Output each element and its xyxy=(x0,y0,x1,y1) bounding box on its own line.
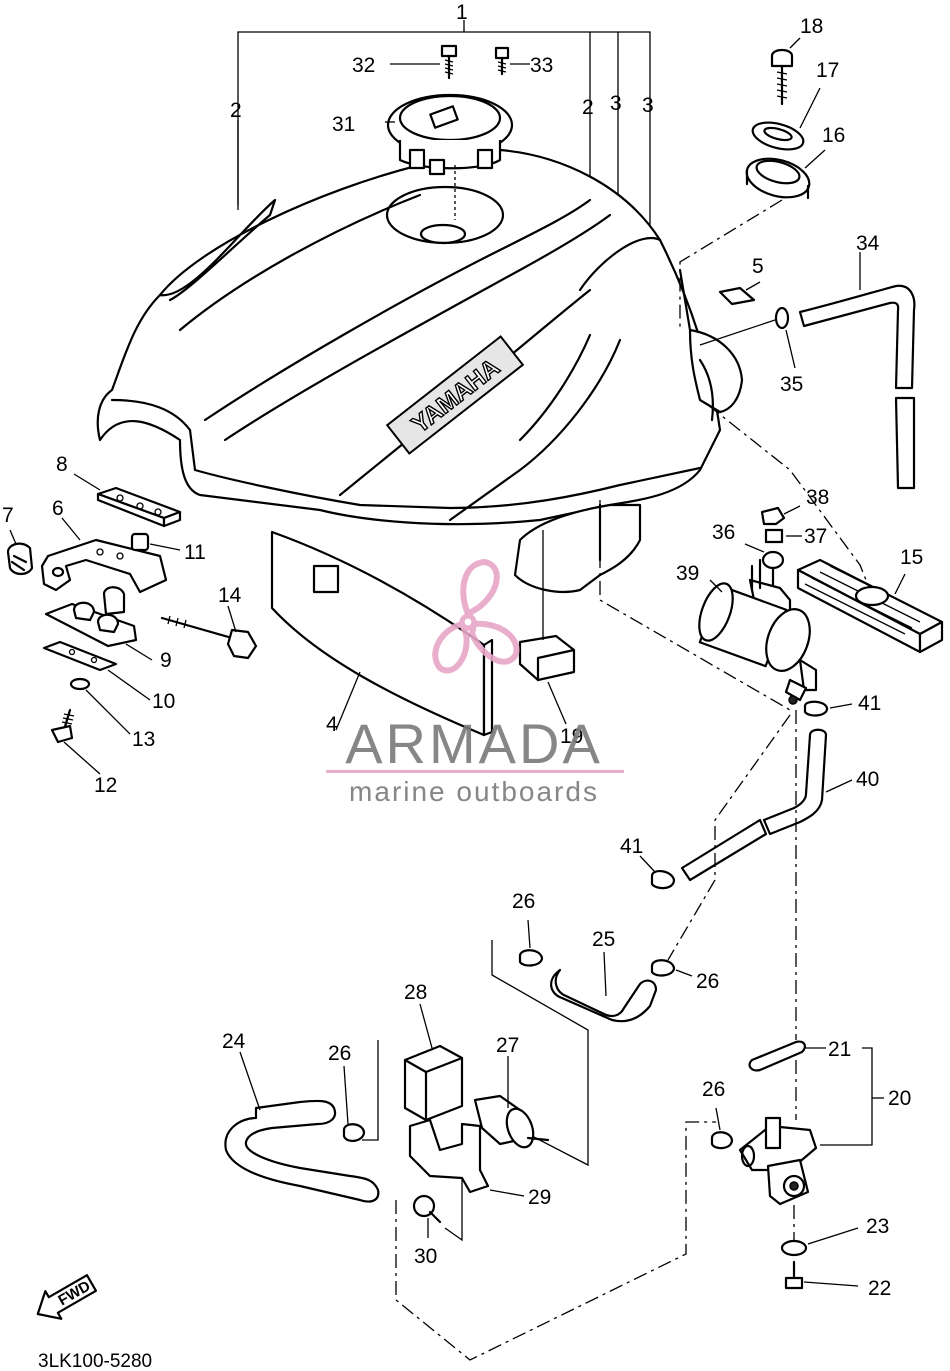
callout-30: 30 xyxy=(414,1245,437,1268)
collar-37 xyxy=(764,528,784,544)
holder-28 xyxy=(403,1044,464,1122)
callout-32: 32 xyxy=(352,54,375,77)
grommet-17 xyxy=(751,121,805,151)
callout-24: 24 xyxy=(222,1030,246,1053)
fuel-hose-40 xyxy=(680,728,828,882)
callout-11: 11 xyxy=(184,541,206,564)
callout-9: 9 xyxy=(160,649,172,672)
clip-41-upper xyxy=(803,700,829,717)
callout-33: 33 xyxy=(530,54,553,77)
fuel-tank: YAMAHA xyxy=(96,148,744,593)
bolt-18 xyxy=(770,48,794,106)
watermark-accent-line xyxy=(326,770,624,773)
callout-1: 1 xyxy=(456,1,468,24)
callout-27: 27 xyxy=(496,1034,519,1057)
callout-31: 31 xyxy=(332,113,355,136)
callout-2: 2 xyxy=(230,99,242,122)
callout-36: 36 xyxy=(712,521,735,544)
fuel-pump-39 xyxy=(698,558,818,705)
screw-33 xyxy=(494,46,510,76)
callout-13: 13 xyxy=(132,728,155,751)
hose-24 xyxy=(224,1099,380,1203)
callout-28: 28 xyxy=(404,981,427,1004)
callout-37: 37 xyxy=(804,525,827,548)
screw-12 xyxy=(50,708,75,744)
callout-5: 5 xyxy=(752,255,764,278)
callout-21: 21 xyxy=(828,1038,851,1061)
callout-25: 25 xyxy=(592,928,615,951)
clip-26-a xyxy=(518,949,544,967)
callout-26: 26 xyxy=(696,970,719,993)
callout-3: 3 xyxy=(642,94,654,117)
washer-13 xyxy=(69,677,91,691)
callout-15: 15 xyxy=(900,546,923,569)
callout-41: 41 xyxy=(858,692,881,715)
callout-41: 41 xyxy=(620,835,643,858)
fuel-filter-27 xyxy=(473,1094,550,1149)
callout-23: 23 xyxy=(866,1215,889,1238)
callout-3: 3 xyxy=(610,92,622,115)
callout-labels: 1 2 2 3 3 4 5 6 7 8 9 10 11 12 13 14 15 … xyxy=(2,1,923,1300)
callout-34: 34 xyxy=(856,232,880,255)
clip-26-c xyxy=(342,1123,366,1142)
washer-23 xyxy=(780,1239,808,1257)
nut-38 xyxy=(760,506,786,526)
bracket-29 xyxy=(408,1118,490,1194)
gasket-21 xyxy=(748,1040,806,1072)
callout-7: 7 xyxy=(2,504,14,527)
bracket-9 xyxy=(44,601,138,648)
callout-19: 19 xyxy=(560,725,583,748)
hose-25 xyxy=(550,968,658,1023)
clip-35 xyxy=(774,306,790,330)
diagram-code: 3LK100-5280 xyxy=(38,1351,152,1371)
clip-26-b xyxy=(650,959,676,977)
damper-15 xyxy=(796,558,944,654)
collar-11 xyxy=(130,532,150,552)
forward-direction-arrow: FWD xyxy=(36,1274,98,1320)
callout-35: 35 xyxy=(780,373,803,396)
damper-19 xyxy=(518,634,576,682)
callout-40: 40 xyxy=(856,768,879,791)
damper-16 xyxy=(745,157,811,200)
clip-26-d xyxy=(710,1131,734,1150)
filler-cap xyxy=(386,93,514,220)
callout-38: 38 xyxy=(806,486,829,509)
callout-16: 16 xyxy=(822,124,845,147)
grommet-36 xyxy=(761,550,785,588)
callout-12: 12 xyxy=(94,774,117,797)
callout-10: 10 xyxy=(152,690,175,713)
propeller-logo-icon xyxy=(432,558,520,674)
plate-4 xyxy=(270,530,494,737)
callout-6: 6 xyxy=(52,497,64,520)
watermark-brand: ARMADA xyxy=(345,712,603,775)
screw-22 xyxy=(784,1260,804,1290)
callout-17: 17 xyxy=(816,59,839,82)
bracket-6 xyxy=(40,538,168,616)
callout-20: 20 xyxy=(888,1087,911,1110)
clip-5 xyxy=(718,286,756,306)
plate-10 xyxy=(42,640,118,672)
nut-7 xyxy=(6,542,34,576)
fuel-cock-20 xyxy=(738,1116,818,1206)
callout-22: 22 xyxy=(868,1277,891,1300)
callout-18: 18 xyxy=(800,15,823,38)
bolt-14 xyxy=(160,615,258,660)
callout-29: 29 xyxy=(528,1186,551,1209)
callout-2: 2 xyxy=(582,96,594,119)
screw-30 xyxy=(412,1194,442,1224)
callout-39: 39 xyxy=(676,562,699,585)
callout-4: 4 xyxy=(326,713,338,736)
callout-26: 26 xyxy=(702,1078,725,1101)
plate-8 xyxy=(96,486,182,528)
clip-41-lower xyxy=(650,870,676,890)
armada-watermark: ARMADA marine outboards xyxy=(326,558,624,807)
breather-hose-34 xyxy=(798,284,916,490)
callout-14: 14 xyxy=(218,584,242,607)
bolt-32 xyxy=(440,44,458,80)
watermark-tagline: marine outboards xyxy=(349,776,599,807)
callout-26: 26 xyxy=(512,890,535,913)
callout-8: 8 xyxy=(56,453,68,476)
callout-26: 26 xyxy=(328,1042,351,1065)
